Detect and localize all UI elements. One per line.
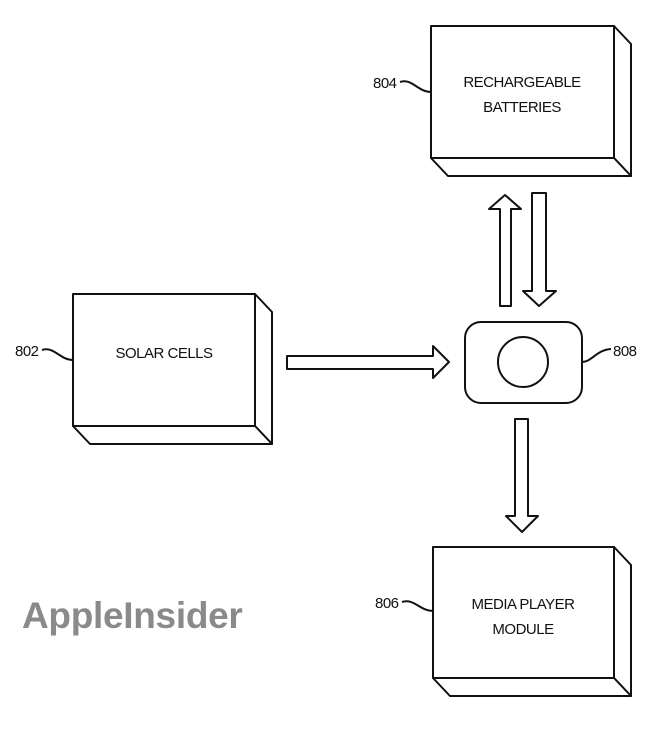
batteries-label-line1: RECHARGEABLE [463,74,581,91]
arrow-device-to-media [505,418,539,533]
media-leader-line [401,600,434,612]
media-side-face [613,546,632,697]
solar-leader-line [41,348,74,361]
media-bottom-face [432,677,632,697]
batteries-front-face [430,25,615,159]
block-media-player-module: MEDIA PLAYER MODULE 806 [375,546,632,697]
solar-front-face [72,293,256,427]
batteries-label-line2: BATTERIES [483,99,561,116]
device-leader-line [581,348,612,363]
arrow-batteries-to-device [522,192,557,307]
block-solar-cells: SOLAR CELLS 802 [15,293,273,445]
solar-bottom-face [72,425,273,445]
solar-side-face [254,293,273,445]
arrow-solar-to-device [286,345,450,379]
solar-label: SOLAR CELLS [115,345,213,362]
ref-804: 804 [373,75,397,92]
ref-808: 808 [613,343,637,360]
arrow-device-to-batteries [488,194,522,307]
media-label-line1: MEDIA PLAYER [472,596,576,613]
ref-802: 802 [15,343,39,360]
ref-806: 806 [375,595,399,612]
block-device-808: 808 [464,321,637,404]
appleinsider-watermark: AppleInsider [22,595,243,636]
block-rechargeable-batteries: RECHARGEABLE BATTERIES 804 [373,25,632,177]
batteries-leader-line [399,80,432,93]
media-label-line2: MODULE [492,621,554,638]
batteries-bottom-face [430,157,632,177]
device-click-wheel [497,336,549,388]
media-front-face [432,546,615,679]
batteries-side-face [613,25,632,177]
